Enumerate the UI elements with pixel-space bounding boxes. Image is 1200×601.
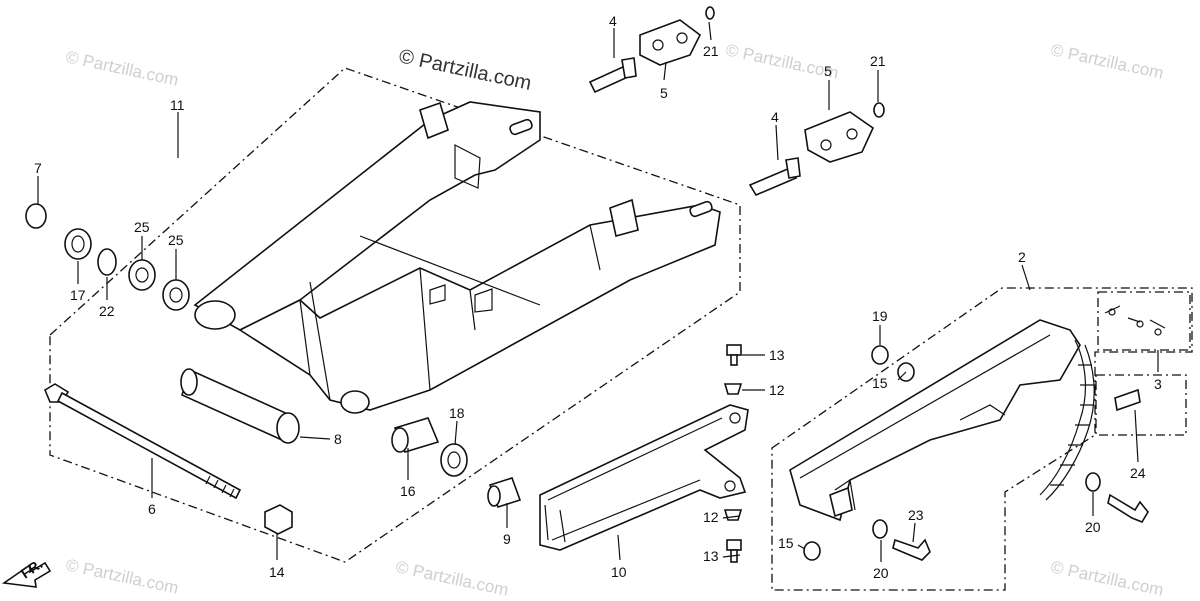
drive-chain (1039, 339, 1096, 501)
callout-label: 8 (334, 431, 342, 447)
watermark-main: © Partzilla.com (397, 45, 533, 95)
callout-label: 25 (168, 232, 184, 248)
callout-label: 2 (1018, 249, 1026, 265)
watermark-text: © Partzilla.com (394, 557, 510, 599)
callout-label: 4 (771, 109, 779, 125)
callout-label: 15 (778, 535, 794, 551)
watermark-text: © Partzilla.com (64, 47, 180, 89)
front-arrow: FR. (1, 556, 52, 588)
pivot-nut (264, 504, 293, 535)
callout-label: 18 (449, 405, 465, 421)
watermark-text: © Partzilla.com (724, 40, 840, 82)
chaincase-hardware (803, 305, 1166, 561)
callout-label: 4 (609, 13, 617, 29)
leader-lines (37, 21, 1159, 562)
callout-label: 16 (400, 483, 416, 499)
callout-label: 24 (1130, 465, 1146, 481)
callout-label: 6 (148, 501, 156, 517)
label-plate-box (1095, 374, 1187, 436)
callout-label: 7 (34, 160, 42, 176)
chain-guide-hardware (723, 344, 743, 563)
pivot-collar (180, 368, 300, 444)
callout-label: 11 (170, 97, 185, 113)
pivot-bolt (43, 383, 242, 500)
watermark-text: © Partzilla.com (1049, 557, 1165, 599)
callout-label: 10 (611, 564, 627, 580)
callout-label: 9 (503, 531, 511, 547)
callout-label: 19 (872, 308, 888, 324)
chain-adjusters (588, 6, 885, 197)
swingarm (193, 101, 721, 414)
chaincase-hardware-box (1097, 291, 1191, 351)
callout-label: 20 (873, 565, 889, 581)
callout-label: 25 (134, 219, 150, 235)
chain-case (789, 319, 1081, 522)
swingarm-bushings (391, 417, 522, 508)
callout-label: 17 (70, 287, 86, 303)
callout-label: 20 (1085, 519, 1101, 535)
callout-label: 13 (769, 347, 785, 363)
watermark-text: © Partzilla.com (64, 555, 180, 597)
callout-label: 5 (824, 63, 832, 79)
callout-label: 5 (660, 85, 668, 101)
chain-guide (539, 404, 749, 551)
swingarm-group-box (49, 67, 741, 563)
watermark-text: © Partzilla.com (1049, 40, 1165, 82)
callout-label: 14 (269, 564, 285, 580)
callout-numbers: 4 21 5 5 21 4 11 7 25 25 17 22 8 18 16 6… (34, 13, 1162, 581)
callout-label: 12 (703, 509, 719, 525)
callout-label: 12 (769, 382, 785, 398)
callout-label: 22 (99, 303, 115, 319)
callout-label: 15 (872, 375, 888, 391)
callout-label: 23 (908, 507, 924, 523)
callout-label: 21 (870, 53, 886, 69)
callout-label: 13 (703, 548, 719, 564)
callout-label: 21 (703, 43, 719, 59)
callout-label: 3 (1154, 376, 1162, 392)
chaincase-group-box (771, 287, 1193, 591)
